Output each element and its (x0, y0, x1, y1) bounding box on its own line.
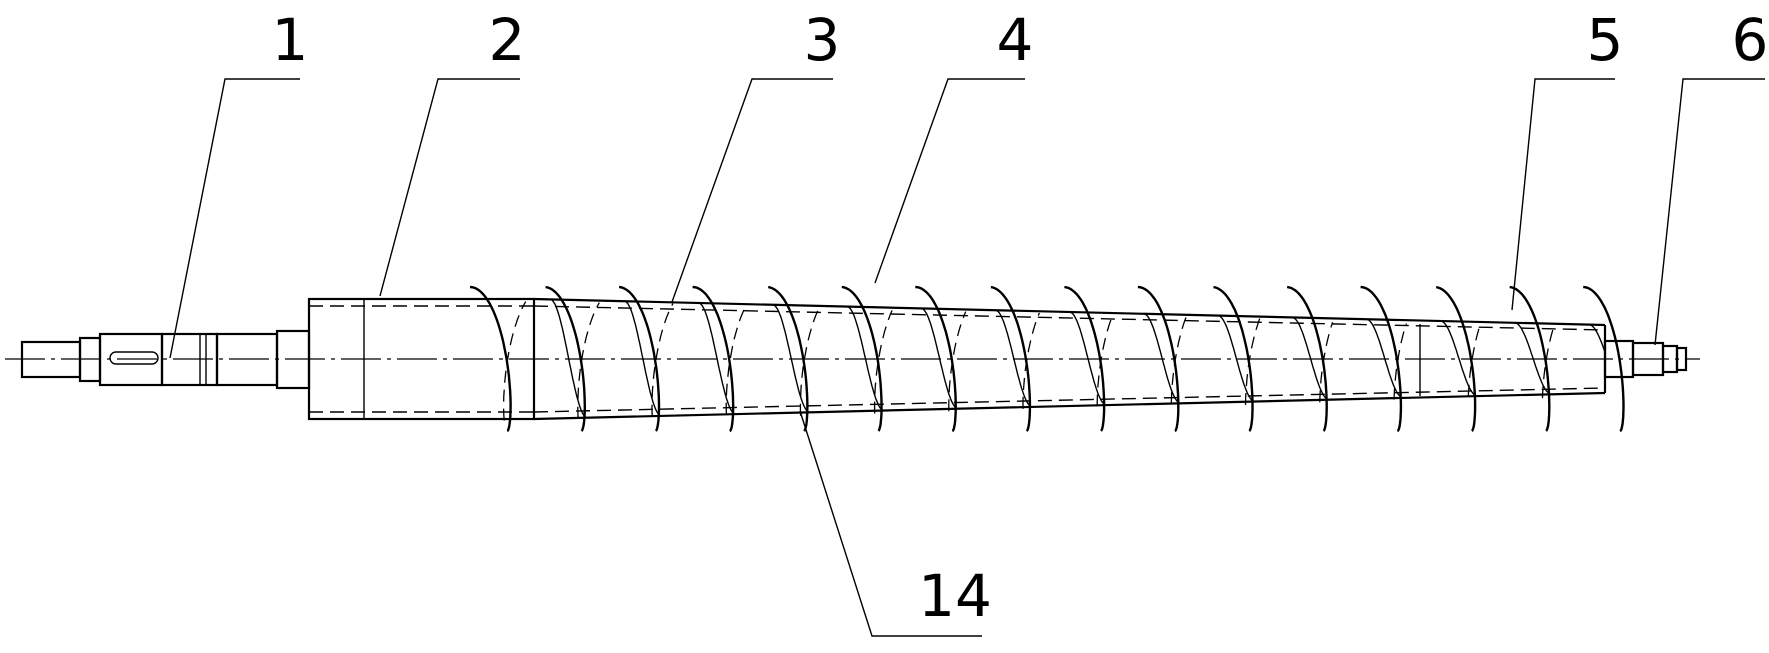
end-journal (1603, 339, 1688, 379)
part-label-14: 14 (918, 562, 992, 630)
drive-shaft (20, 329, 311, 390)
part-labels: 1 2 3 4 5 6 14 (272, 6, 1769, 630)
part-label-2: 2 (489, 6, 526, 74)
flight-front-edge (469, 285, 1625, 433)
helical-flights (469, 285, 1625, 433)
part-label-5: 5 (1587, 6, 1624, 74)
flight-root-curve (550, 298, 1606, 419)
part-label-3: 3 (804, 6, 841, 74)
part-label-6: 6 (1732, 6, 1769, 74)
part-label-1: 1 (272, 6, 309, 74)
leader-lines (169, 78, 1765, 637)
part-label-4: 4 (997, 6, 1034, 74)
